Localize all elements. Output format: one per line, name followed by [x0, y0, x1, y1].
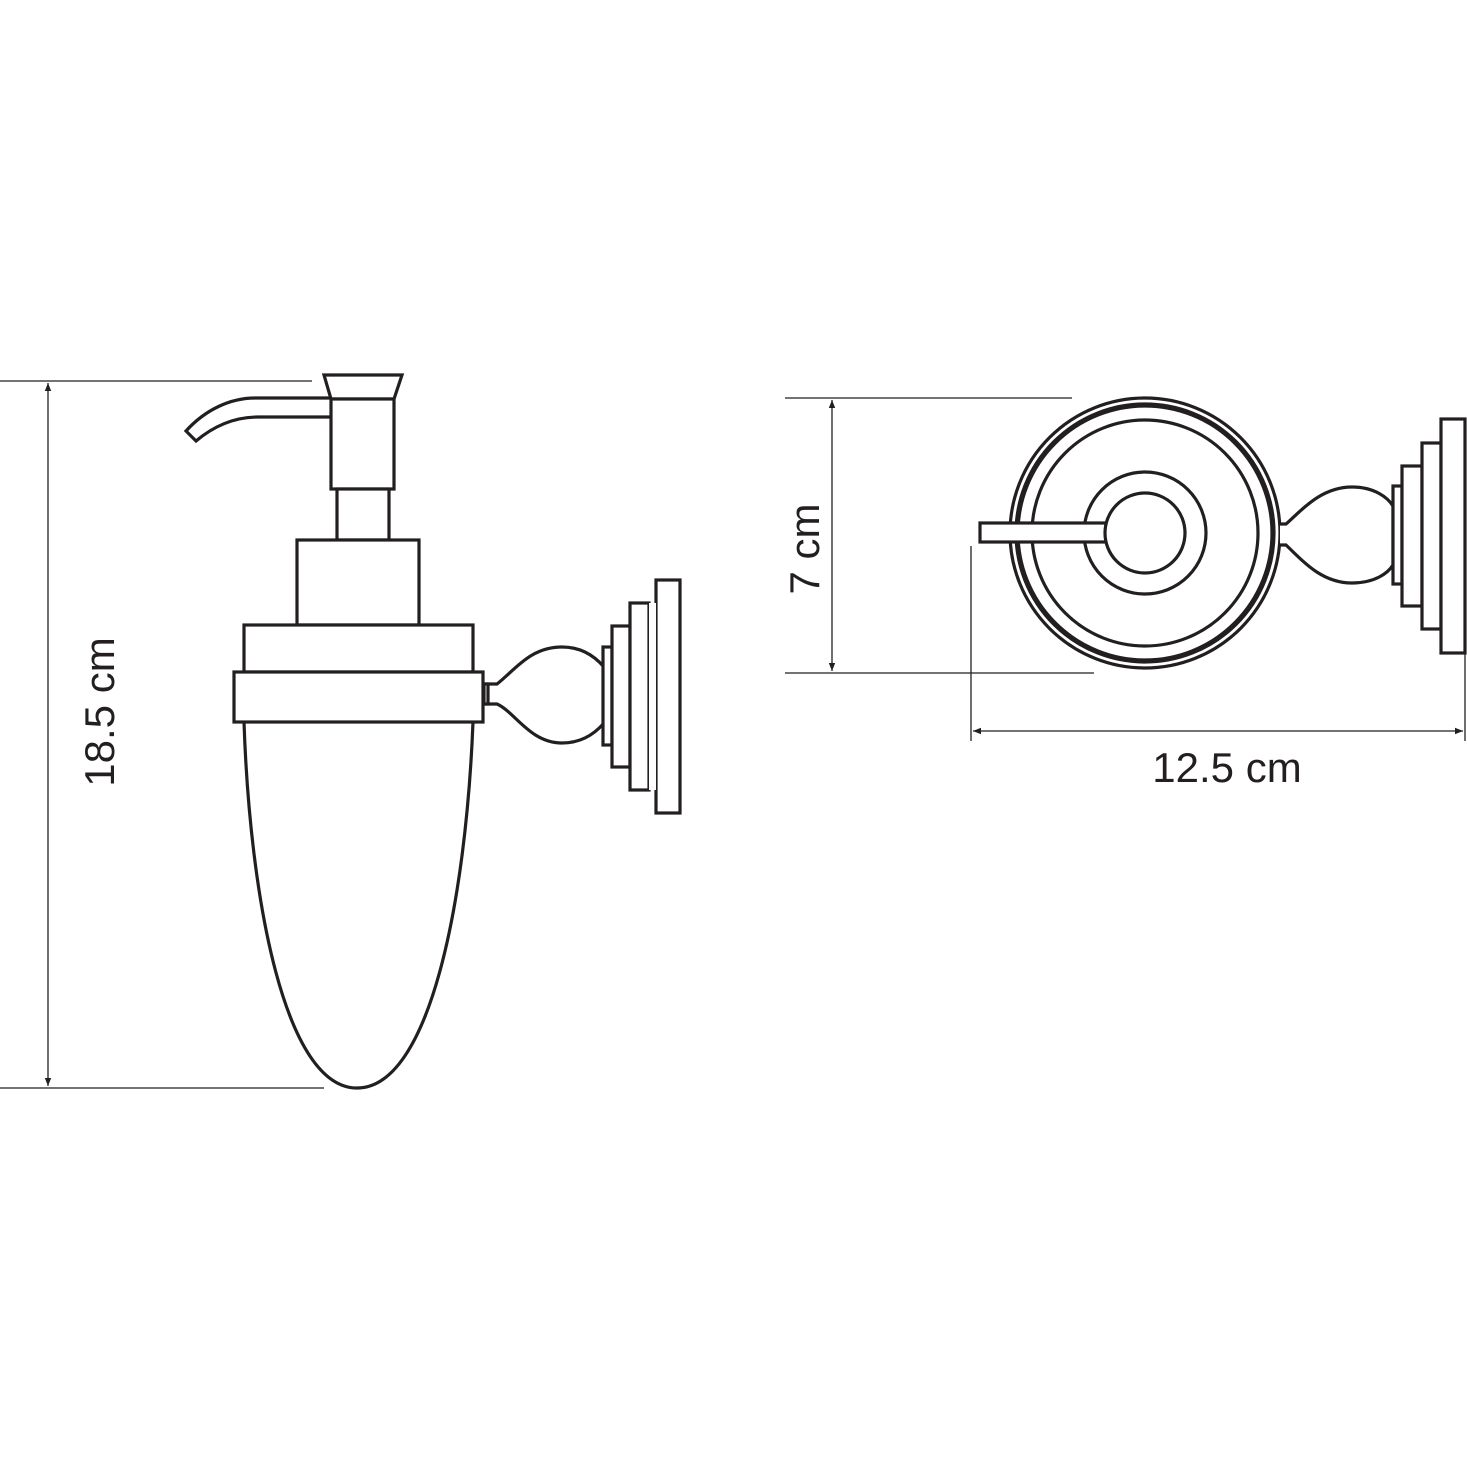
pump-collar — [295, 538, 421, 627]
arm-neck — [482, 682, 490, 706]
wall-plate-top-3 — [1420, 441, 1443, 631]
wall-plate-top-2 — [1400, 464, 1424, 608]
spout-top — [978, 521, 1108, 544]
holder-ring — [232, 670, 485, 724]
wall-plate-3 — [628, 601, 651, 792]
wall-plate-gap — [649, 603, 656, 790]
wall-plate-4 — [654, 578, 682, 815]
depth-dimension: 7 cm — [781, 397, 1094, 674]
height-label: 18.5 cm — [76, 637, 123, 786]
arm-bulb-top — [1280, 485, 1395, 585]
top-view — [978, 396, 1467, 670]
wall-plate-2 — [610, 624, 632, 769]
wall-plate-top-4 — [1439, 417, 1467, 655]
projection-dimension: 12.5 cm — [970, 546, 1466, 791]
arm-bulb — [482, 645, 606, 745]
pump-head-top-view — [1103, 491, 1187, 575]
bottle-cap — [242, 623, 475, 674]
projection-label: 12.5 cm — [1152, 744, 1301, 791]
pump-head — [329, 397, 396, 491]
depth-label: 7 cm — [781, 503, 828, 594]
side-view — [183, 373, 682, 1090]
height-dimension: 18.5 cm — [0, 380, 324, 1089]
pump-spout — [183, 396, 332, 444]
pump-stem — [335, 487, 391, 542]
bottle-body — [242, 721, 475, 1090]
pump-head-top — [321, 373, 405, 401]
